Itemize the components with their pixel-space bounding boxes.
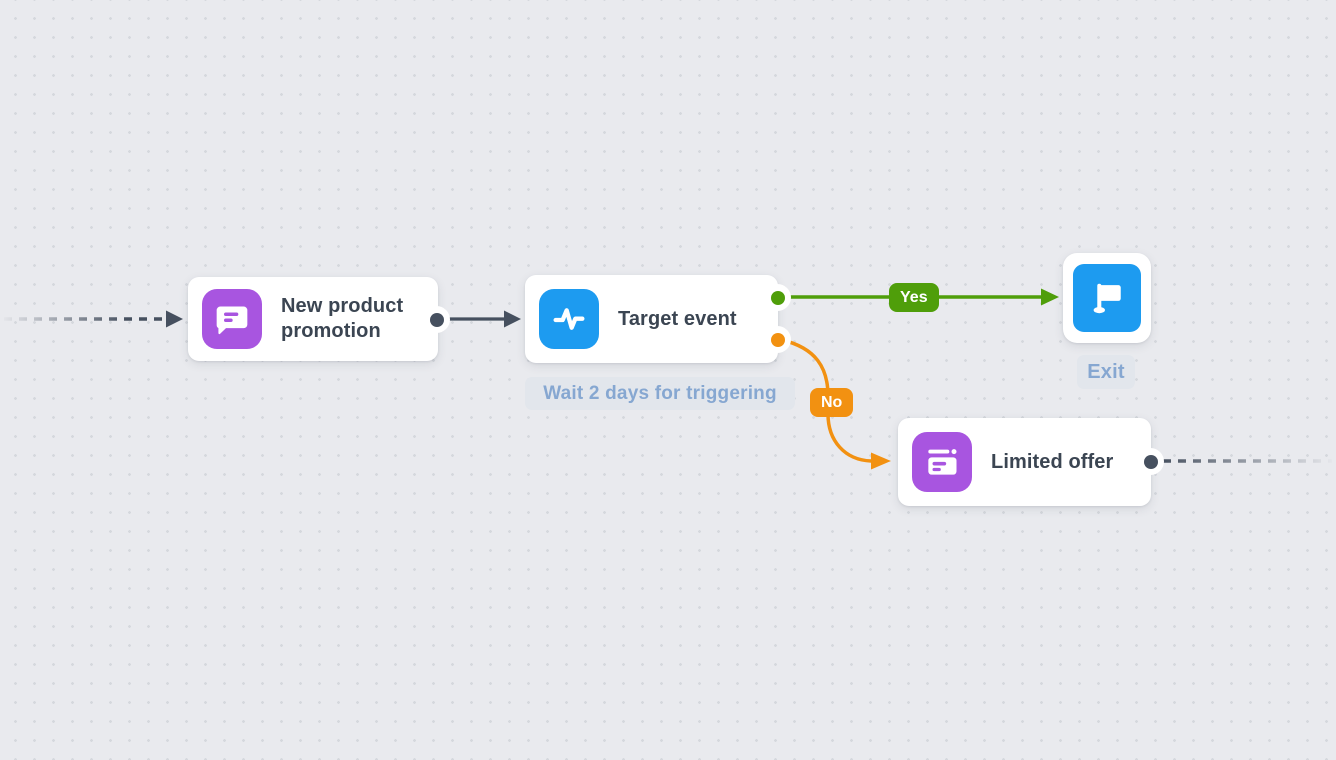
- node-target-event[interactable]: Target event: [525, 275, 778, 363]
- node-label: Target event: [618, 307, 737, 330]
- port-target-yes-output[interactable]: [764, 284, 791, 311]
- port-promotion-output[interactable]: [423, 306, 450, 333]
- exit-caption: Exit: [1077, 355, 1135, 389]
- node-new-product-promotion[interactable]: New product promotion: [188, 277, 438, 361]
- flag-icon: [1073, 264, 1141, 332]
- wait-condition-note[interactable]: Wait 2 days for triggering: [525, 377, 795, 410]
- promo-card-icon: [912, 432, 972, 492]
- port-offer-output[interactable]: [1137, 448, 1164, 475]
- pulse-icon: [539, 289, 599, 349]
- port-dot-no: [770, 332, 785, 347]
- node-label: New product promotion: [281, 295, 404, 342]
- yes-branch-badge[interactable]: Yes: [889, 283, 939, 312]
- port-dot: [1143, 454, 1158, 469]
- node-limited-offer[interactable]: Limited offer: [898, 418, 1151, 506]
- chat-message-icon: [202, 289, 262, 349]
- no-branch-badge[interactable]: No: [810, 388, 854, 417]
- node-label: Limited offer: [991, 450, 1114, 473]
- port-target-no-output[interactable]: [764, 326, 791, 353]
- port-dot: [429, 312, 444, 327]
- edge-promotion-to-target: [447, 310, 521, 328]
- edge-entry: [4, 310, 183, 328]
- port-dot-yes: [770, 290, 785, 305]
- node-exit[interactable]: [1063, 253, 1151, 343]
